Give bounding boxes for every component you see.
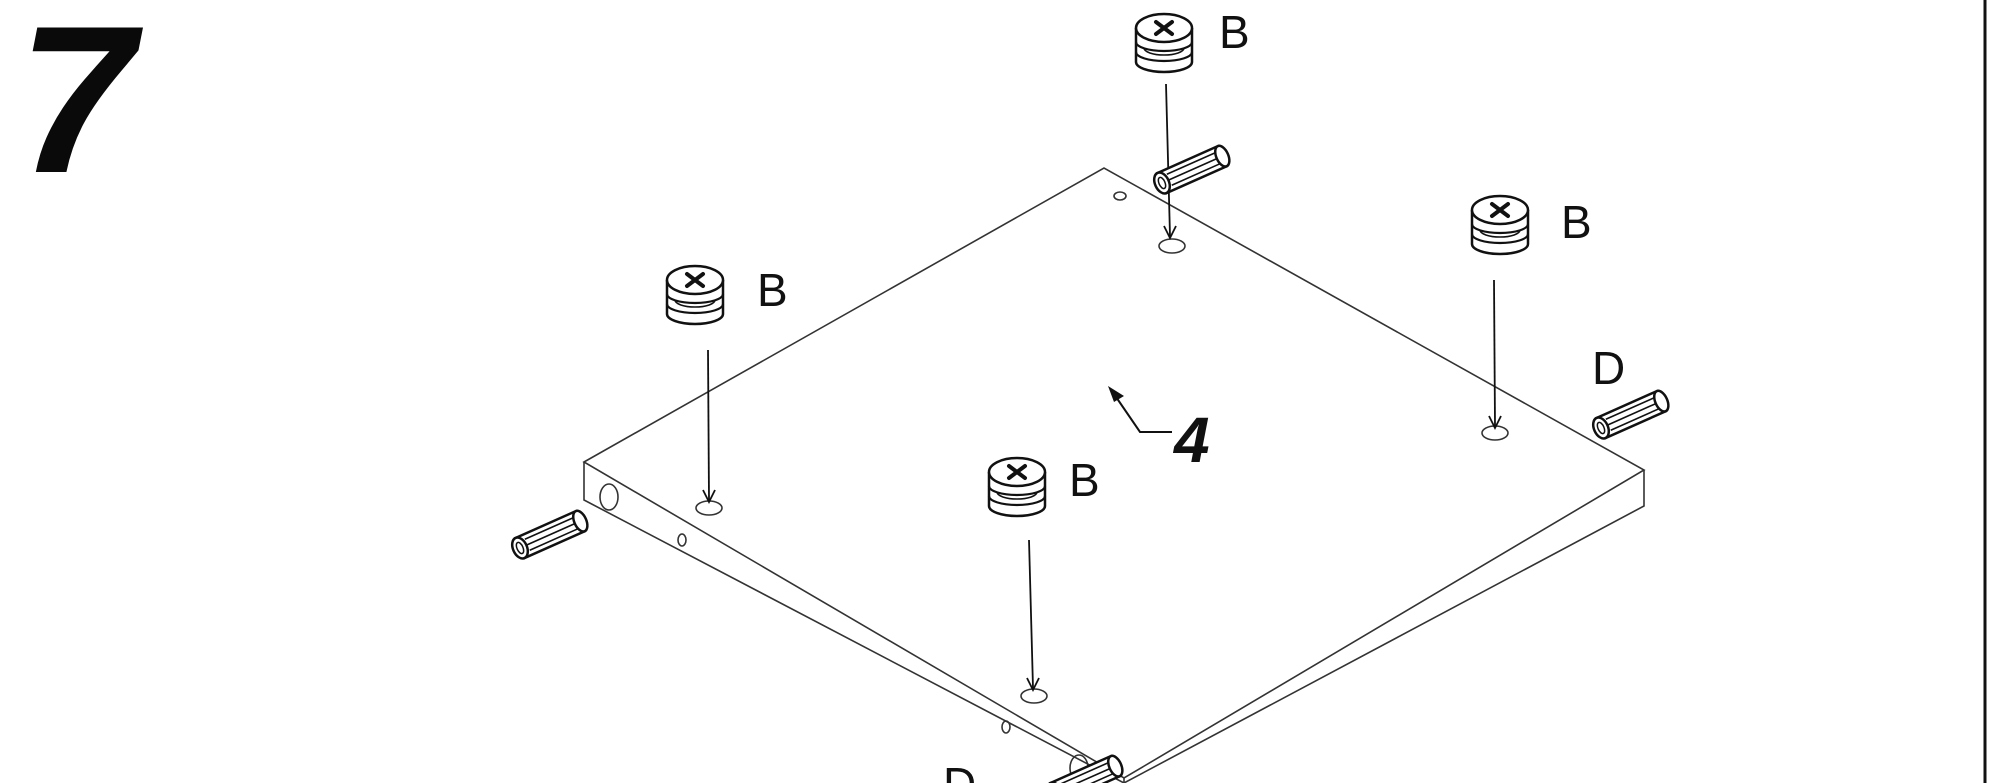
leader-line	[1113, 393, 1172, 433]
label-dowel: D	[943, 758, 976, 783]
wooden-dowel-icon	[507, 507, 592, 563]
cam-lock-icon	[1134, 12, 1194, 74]
cam-lock-icon	[665, 264, 725, 326]
step-number: 7	[18, 0, 143, 217]
cam-lock-icon	[1470, 194, 1530, 256]
label-cam-lock: B	[1219, 6, 1250, 58]
cam-lock-icon	[987, 456, 1047, 518]
panel-part-number: 4	[1172, 404, 1210, 476]
label-cam-lock: B	[1069, 454, 1100, 506]
wooden-dowel-icon	[1149, 142, 1234, 198]
panel-part-number-group: 4	[1108, 386, 1210, 476]
label-dowel: D	[1592, 342, 1625, 394]
label-cam-lock: B	[757, 264, 788, 316]
leader-arrow-icon	[1108, 386, 1124, 402]
wooden-dowel-icon	[1588, 387, 1673, 443]
label-cam-lock: B	[1561, 196, 1592, 248]
panel-board	[582, 167, 1646, 783]
insertion-arrow-icon	[702, 83, 1502, 693]
